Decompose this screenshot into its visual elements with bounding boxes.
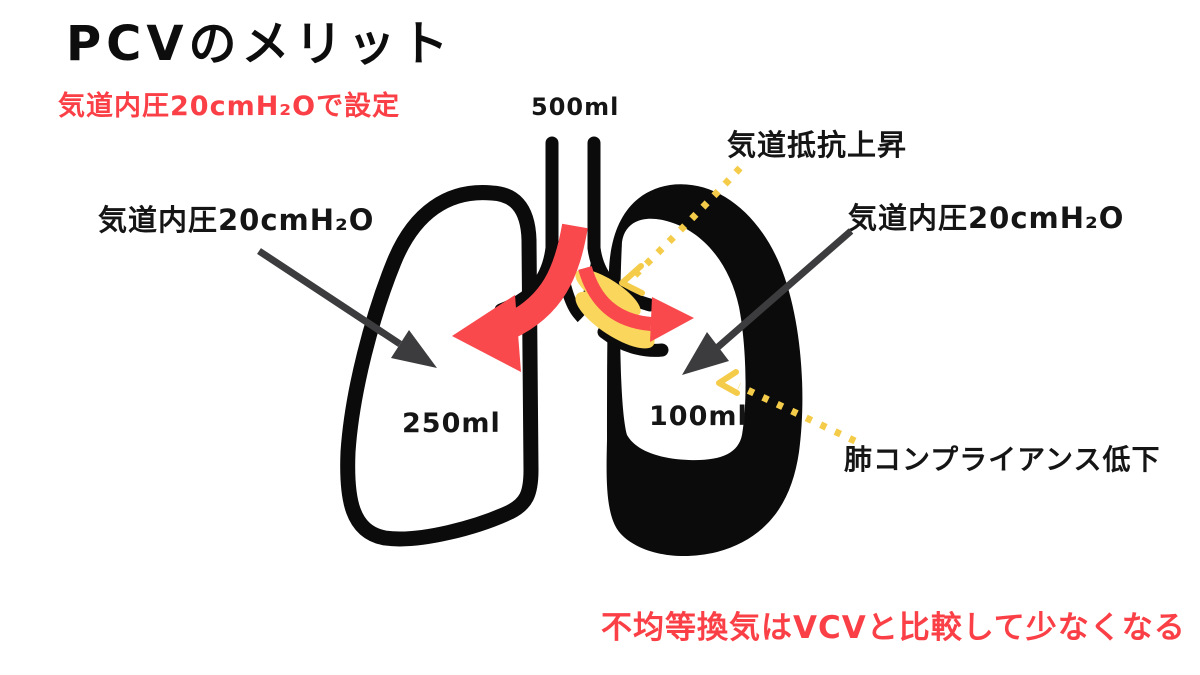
airflow-left-arrow-body bbox=[502, 223, 588, 339]
right-lung-inner-space bbox=[620, 218, 746, 461]
page-title: PCVのメリット bbox=[66, 16, 454, 72]
pressure-setting-note: 気道内圧20cmH₂Oで設定 bbox=[58, 91, 401, 122]
right-bronchus-lower-wall bbox=[597, 325, 669, 357]
left-pressure-pointer-head bbox=[391, 330, 437, 368]
right-lung-volume-label: 100ml bbox=[649, 401, 748, 432]
left-lung-shape bbox=[340, 185, 539, 547]
tidal-volume-label: 500ml bbox=[531, 93, 620, 121]
compliance-label: 肺コンプライアンス低下 bbox=[844, 443, 1161, 476]
airflow-right-arrowhead bbox=[650, 297, 694, 342]
conclusion-note: 不均等換気はVCVと比較して少なくなる bbox=[601, 610, 1186, 646]
right-pressure-pointer-head bbox=[682, 332, 729, 375]
right-pressure-pointer-line bbox=[715, 228, 854, 350]
airflow-left-arrowhead bbox=[452, 295, 521, 372]
airway-resistance-label: 気道抵抗上昇 bbox=[727, 128, 908, 162]
airflow-right-arrow-body bbox=[578, 265, 652, 331]
right-pressure-label: 気道内圧20cmH₂O bbox=[848, 201, 1125, 235]
airway-resistance-arrowhead bbox=[619, 263, 645, 296]
compliance-dotted-line bbox=[737, 382, 857, 445]
left-pressure-pointer-line bbox=[257, 248, 402, 347]
airway-resistance-dotted-line bbox=[626, 165, 743, 284]
left-pressure-label: 気道内圧20cmH₂O bbox=[98, 203, 375, 237]
compliance-arrowhead bbox=[716, 369, 740, 396]
left-lung-volume-label: 250ml bbox=[402, 408, 501, 439]
